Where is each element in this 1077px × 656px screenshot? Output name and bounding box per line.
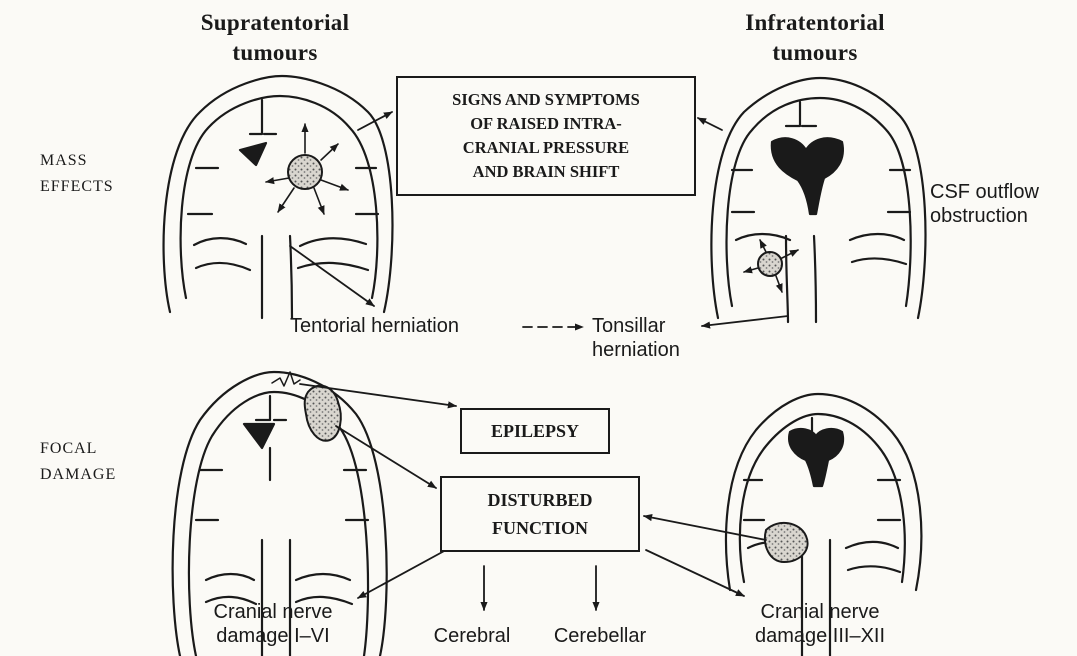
epilepsy-box-label: EPILEPSY bbox=[491, 421, 579, 442]
column-title-supratentorial-line2: tumours bbox=[232, 40, 317, 65]
tumour-focal-bottom-left bbox=[305, 386, 341, 441]
label-csf-outflow-obstruction: CSF outflow obstruction bbox=[930, 180, 1070, 228]
disturbed-function-box: DISTURBED FUNCTION bbox=[440, 476, 640, 552]
label-cerebellar: Cerebellar bbox=[540, 624, 660, 648]
disturbed-function-line1: DISTURBED bbox=[487, 486, 592, 514]
label-cerebellar-text: Cerebellar bbox=[554, 625, 646, 647]
label-csf-line1: CSF outflow bbox=[930, 181, 1039, 203]
row-label-focal-damage-line1: FOCAL bbox=[40, 440, 97, 457]
column-title-infratentorial: Infratentorial tumours bbox=[680, 8, 950, 68]
row-label-mass-effects: MASS EFFECTS bbox=[40, 148, 114, 200]
tumour-mass-top-left bbox=[288, 155, 322, 189]
label-csf-line2: obstruction bbox=[930, 205, 1028, 227]
tumour-focal-bottom-right bbox=[765, 523, 808, 562]
row-label-focal-damage: FOCAL DAMAGE bbox=[40, 436, 116, 488]
column-title-infratentorial-line1: Infratentorial bbox=[745, 10, 885, 35]
label-tentorial-herniation: Tentorial herniation bbox=[290, 314, 522, 338]
label-cerebral: Cerebral bbox=[422, 624, 522, 648]
label-cranial-nerve-left: Cranial nerve damage I–VI bbox=[188, 600, 358, 648]
head-top-left bbox=[164, 76, 393, 318]
row-label-focal-damage-line2: DAMAGE bbox=[40, 466, 116, 483]
icp-box-line4: AND BRAIN SHIFT bbox=[452, 160, 640, 184]
label-cranial-right-line2: damage III–XII bbox=[755, 625, 885, 647]
column-title-supratentorial: Supratentorial tumours bbox=[140, 8, 410, 68]
icp-box-line1: SIGNS AND SYMPTOMS bbox=[452, 88, 640, 112]
label-cranial-right-line1: Cranial nerve bbox=[761, 601, 880, 623]
icp-box-line2: OF RAISED INTRA- bbox=[452, 112, 640, 136]
label-tonsillar-herniation: Tonsillar herniation bbox=[592, 314, 712, 362]
label-cerebral-text: Cerebral bbox=[434, 625, 511, 647]
column-title-infratentorial-line2: tumours bbox=[772, 40, 857, 65]
icp-box: SIGNS AND SYMPTOMS OF RAISED INTRA- CRAN… bbox=[396, 76, 696, 196]
tumour-mass-top-right bbox=[758, 252, 782, 276]
column-title-supratentorial-line1: Supratentorial bbox=[201, 10, 350, 35]
label-tonsillar-line2: herniation bbox=[592, 339, 680, 361]
label-cranial-left-line2: damage I–VI bbox=[216, 625, 329, 647]
row-label-mass-effects-line1: MASS bbox=[40, 152, 88, 169]
icp-box-line3: CRANIAL PRESSURE bbox=[452, 136, 640, 160]
label-tentorial-text: Tentorial herniation bbox=[290, 315, 459, 337]
disturbed-function-line2: FUNCTION bbox=[487, 514, 592, 542]
label-cranial-nerve-right: Cranial nerve damage III–XII bbox=[730, 600, 910, 648]
epilepsy-box: EPILEPSY bbox=[460, 408, 610, 454]
label-cranial-left-line1: Cranial nerve bbox=[214, 601, 333, 623]
row-label-mass-effects-line2: EFFECTS bbox=[40, 178, 114, 195]
head-top-right bbox=[711, 78, 925, 322]
label-tonsillar-line1: Tonsillar bbox=[592, 315, 665, 337]
